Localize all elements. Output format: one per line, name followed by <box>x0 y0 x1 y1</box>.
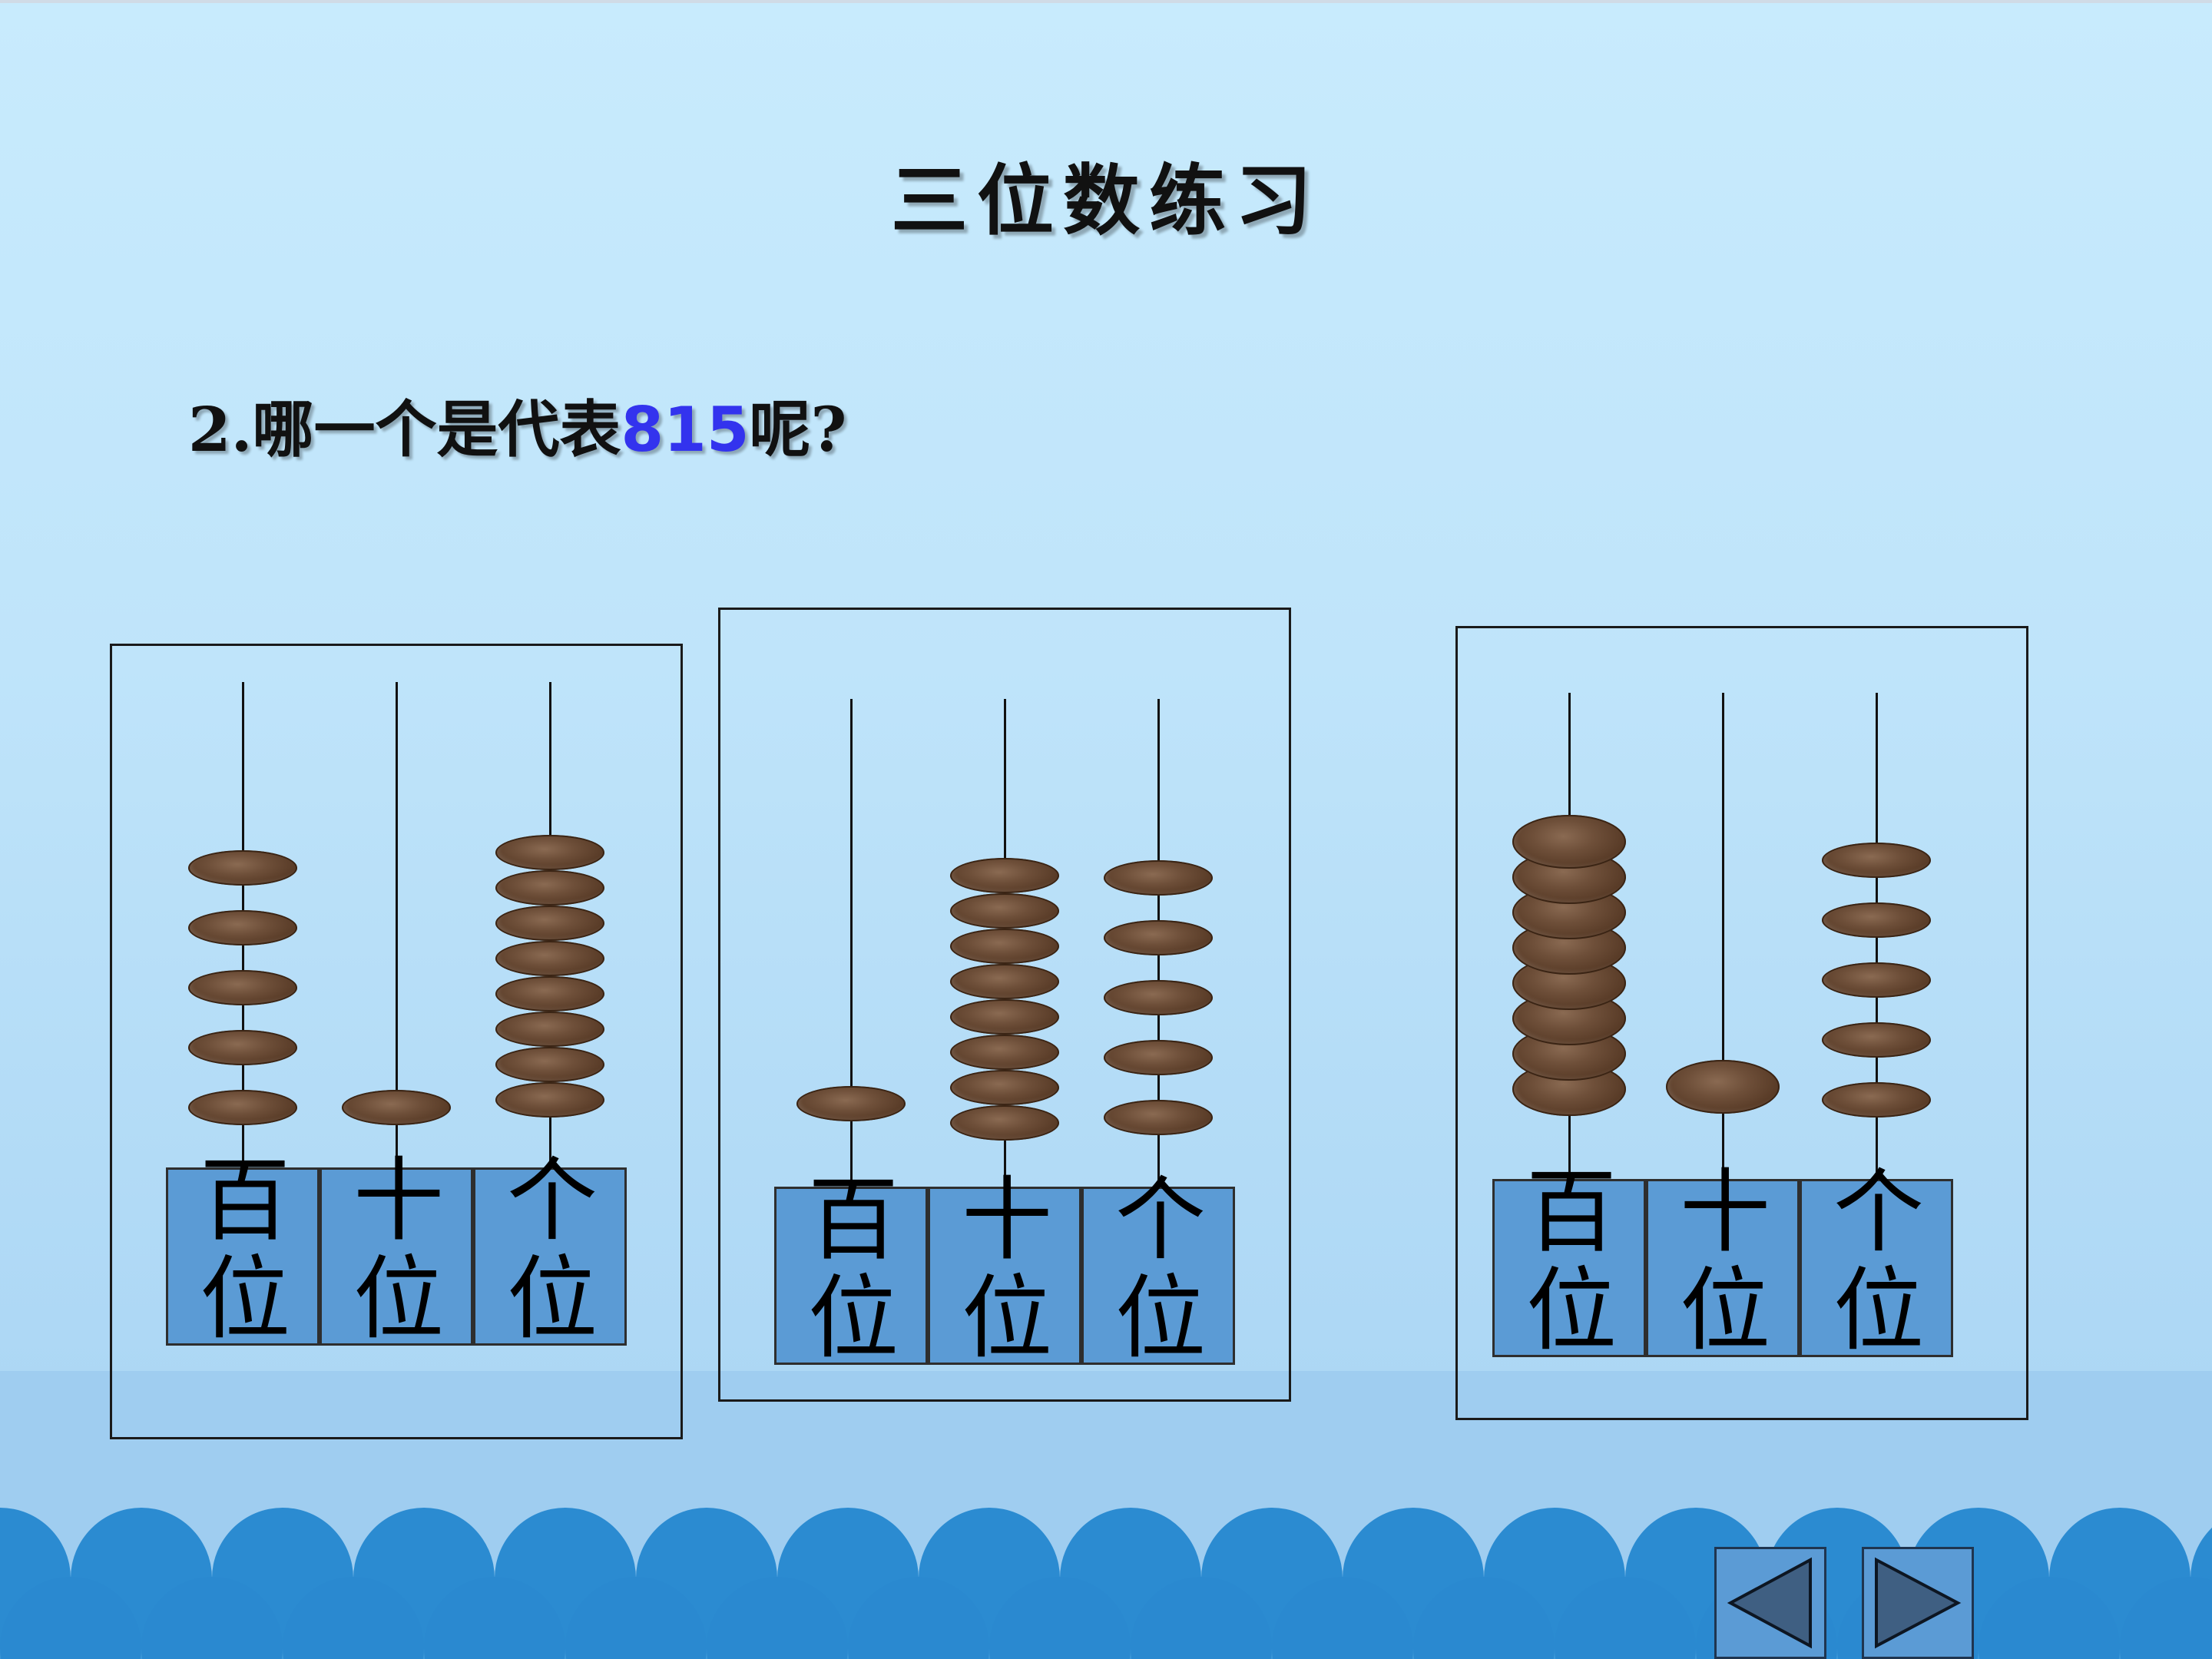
abacus-b-bead[interactable] <box>950 929 1059 964</box>
abacus-b-bead[interactable] <box>950 1035 1059 1070</box>
abacus-a-bead[interactable] <box>342 1090 451 1125</box>
abacus-b-bead[interactable] <box>1104 920 1213 955</box>
place-value-label: 十位 <box>353 1147 444 1352</box>
question-text: 2.哪一个是代表815呢? <box>188 380 846 469</box>
abacus-b-bead[interactable] <box>1104 1040 1213 1075</box>
abacus-b[interactable] <box>718 608 1291 1402</box>
place-value-label: 百位 <box>807 1167 899 1371</box>
abacus-a-bead[interactable] <box>495 1047 604 1082</box>
triangle-left-icon <box>1727 1557 1812 1649</box>
next-slide-button[interactable] <box>1862 1547 1974 1659</box>
abacus-b-bead[interactable] <box>950 1105 1059 1141</box>
abacus-c-bead[interactable] <box>1512 815 1626 869</box>
abacus-a-rod-2 <box>396 682 398 1167</box>
abacus-b-label-box-1: 百位 <box>774 1171 928 1367</box>
question-suffix: 呢? <box>749 393 847 465</box>
abacus-c-label-box-1: 百位 <box>1492 1163 1646 1359</box>
abacus-a-bead[interactable] <box>495 870 604 906</box>
place-value-label: 十位 <box>961 1167 1052 1371</box>
abacus-c-bead[interactable] <box>1822 902 1931 938</box>
abacus-a-bead[interactable] <box>495 941 604 976</box>
abacus-a-bead[interactable] <box>495 835 604 870</box>
abacus-c-label-box-2: 十位 <box>1646 1163 1800 1359</box>
abacus-b-label-box-2: 十位 <box>928 1171 1081 1367</box>
abacus-a-bead[interactable] <box>188 1090 297 1125</box>
abacus-b-bead[interactable] <box>950 999 1059 1035</box>
abacus-a-label-box-3: 个位 <box>473 1151 627 1348</box>
abacus-a-bead[interactable] <box>495 976 604 1012</box>
abacus-b-bead[interactable] <box>950 858 1059 893</box>
abacus-a-bead[interactable] <box>188 850 297 886</box>
abacus-c-bead[interactable] <box>1666 1060 1780 1114</box>
abacus-c-bead[interactable] <box>1822 1082 1931 1118</box>
abacus-c[interactable] <box>1455 626 2028 1420</box>
abacus-a-bead[interactable] <box>188 970 297 1005</box>
abacus-b-label-box-3: 个位 <box>1081 1171 1235 1367</box>
place-value-label: 个位 <box>1114 1167 1206 1371</box>
place-value-label: 个位 <box>1833 1159 1924 1363</box>
abacus-a-bead[interactable] <box>495 906 604 941</box>
abacus-b-bead[interactable] <box>950 1070 1059 1105</box>
abacus-c-bead[interactable] <box>1822 1022 1931 1058</box>
slide-title: 三位数练习 <box>891 155 1321 246</box>
abacus-a-bead[interactable] <box>188 910 297 945</box>
place-value-label: 十位 <box>1679 1159 1770 1363</box>
wave-decoration <box>0 1508 2212 1659</box>
abacus-c-bead[interactable] <box>1822 962 1931 998</box>
place-value-label: 个位 <box>506 1147 598 1352</box>
abacus-b-rod-1 <box>850 699 853 1187</box>
abacus-a-bead[interactable] <box>188 1030 297 1065</box>
abacus-c-bead[interactable] <box>1822 843 1931 878</box>
abacus-a-bead[interactable] <box>495 1012 604 1047</box>
abacus-a[interactable] <box>110 644 683 1439</box>
question-prefix: 2.哪一个是代表 <box>188 393 621 465</box>
abacus-b-bead[interactable] <box>1104 980 1213 1015</box>
abacus-c-rod-2 <box>1722 693 1724 1179</box>
abacus-c-label-box-3: 个位 <box>1800 1163 1953 1359</box>
question-number: 815 <box>621 394 750 465</box>
triangle-right-icon <box>1875 1557 1962 1649</box>
place-value-label: 百位 <box>199 1147 290 1352</box>
abacus-b-bead[interactable] <box>950 964 1059 999</box>
place-value-label: 百位 <box>1525 1159 1617 1363</box>
abacus-b-bead[interactable] <box>1104 1100 1213 1135</box>
prev-slide-button[interactable] <box>1714 1547 1826 1659</box>
abacus-b-bead[interactable] <box>1104 860 1213 896</box>
abacus-a-bead[interactable] <box>495 1082 604 1118</box>
top-border <box>0 0 2212 3</box>
abacus-b-bead[interactable] <box>796 1086 906 1121</box>
abacus-b-bead[interactable] <box>950 893 1059 929</box>
abacus-a-label-box-2: 十位 <box>320 1151 473 1348</box>
abacus-a-label-box-1: 百位 <box>166 1151 320 1348</box>
